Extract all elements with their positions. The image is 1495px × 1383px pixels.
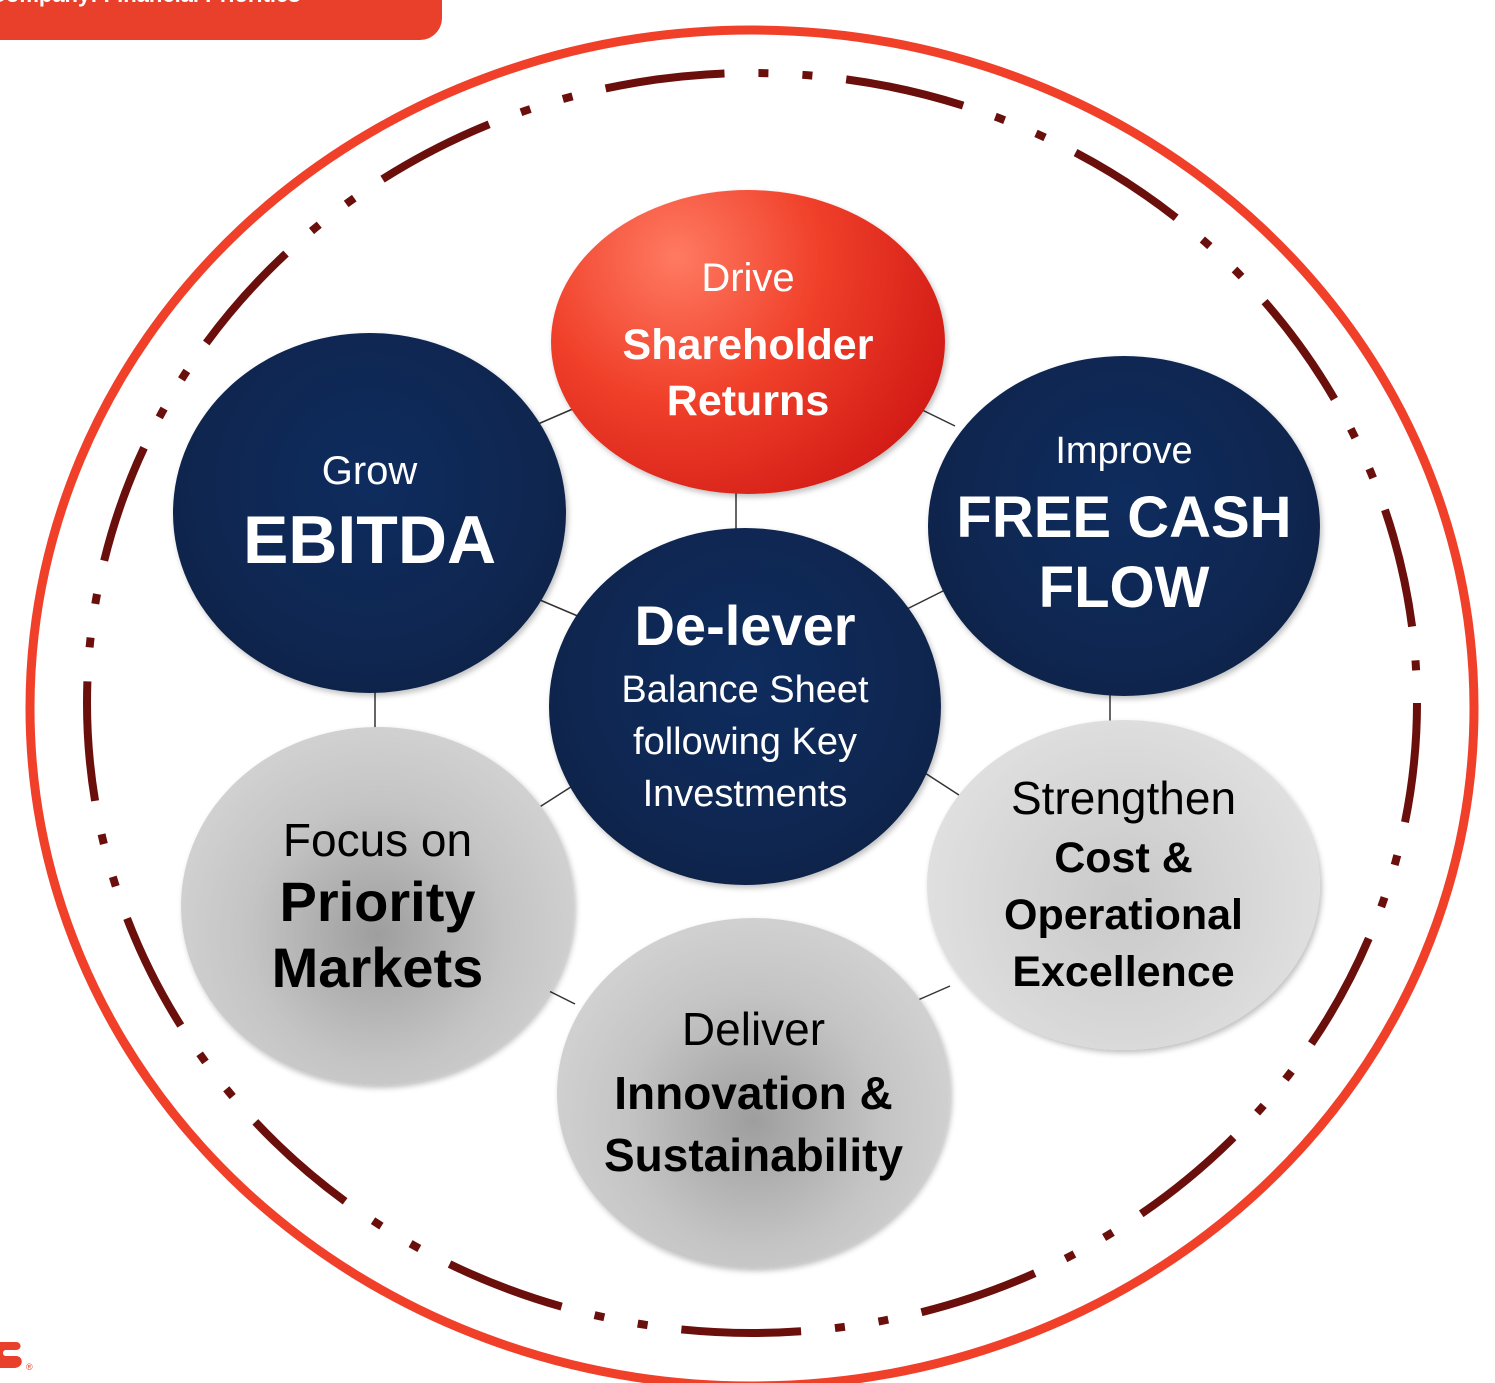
connector-line bbox=[924, 772, 963, 798]
node-line: Operational bbox=[1004, 890, 1243, 939]
header-title: Company: Financial Priorities bbox=[0, 0, 301, 10]
connector-lines bbox=[374, 404, 1111, 1005]
node-innovation-sustainability: Deliver Innovation & Sustainability bbox=[557, 918, 950, 1268]
node-line: Returns bbox=[666, 377, 830, 425]
node-priority-markets: Focus on Priority Markets bbox=[181, 727, 574, 1085]
node-line: FLOW bbox=[1038, 555, 1210, 620]
header-tab: Company: Financial Priorities bbox=[0, 0, 442, 40]
node-verb: Focus on bbox=[282, 814, 473, 866]
node-line: Excellence bbox=[1012, 947, 1235, 996]
node-verb: Drive bbox=[701, 256, 795, 300]
connector-line bbox=[546, 989, 576, 1005]
connector-line bbox=[917, 985, 951, 1001]
node-line: FREE CASH bbox=[956, 485, 1292, 550]
node-line: Sustainability bbox=[603, 1129, 904, 1181]
node-verb: Deliver bbox=[681, 1003, 826, 1055]
node-verb: De-lever bbox=[634, 593, 856, 657]
node-verb: Grow bbox=[321, 449, 418, 493]
node-line: Innovation & bbox=[614, 1067, 893, 1119]
node-line: Priority bbox=[279, 870, 476, 933]
connector-line bbox=[539, 599, 581, 618]
node-line: EBITDA bbox=[242, 502, 497, 578]
company-logo-icon bbox=[0, 1338, 26, 1370]
node-cost-operational-excellence: Strengthen Cost & Operational Excellence bbox=[927, 720, 1320, 1050]
node-line: Shareholder bbox=[622, 321, 874, 369]
outer-ring bbox=[25, 25, 1479, 1383]
node-verb: Improve bbox=[1055, 430, 1193, 472]
node-free-cash-flow: Improve FREE CASH FLOW bbox=[928, 356, 1320, 696]
connector-line bbox=[904, 589, 946, 611]
node-shareholder-returns: Drive Shareholder Returns bbox=[551, 190, 945, 494]
node-line: Investments bbox=[642, 772, 848, 815]
node-line: Markets bbox=[271, 936, 484, 999]
node-ebitda: Grow EBITDA bbox=[173, 333, 566, 693]
node-line: following Key bbox=[633, 720, 857, 763]
connector-line bbox=[537, 784, 575, 809]
dash-dot-ring bbox=[83, 69, 1421, 1337]
node-line: Balance Sheet bbox=[621, 668, 869, 711]
registered-mark: ® bbox=[26, 1362, 33, 1372]
node-delever: De-lever Balance Sheet following Key Inv… bbox=[549, 528, 941, 885]
node-verb: Strengthen bbox=[1010, 771, 1237, 824]
node-line: Cost & bbox=[1054, 833, 1193, 882]
